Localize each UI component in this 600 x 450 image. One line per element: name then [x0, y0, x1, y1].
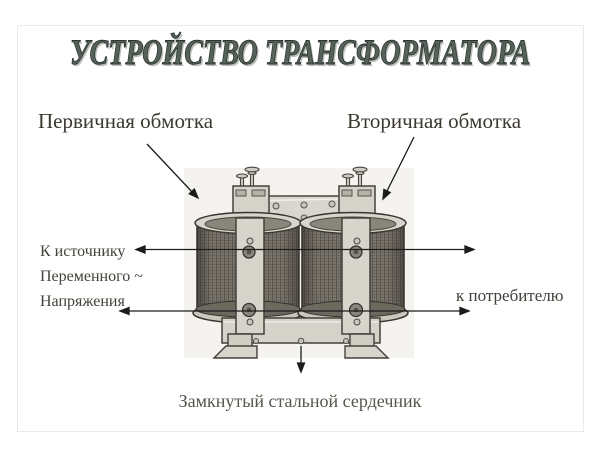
- source-label-line2: Переменного ~: [40, 268, 143, 285]
- arrow-primary-winding: [146, 143, 200, 200]
- core-caption: Замкнутый стальной сердечник: [178, 391, 422, 411]
- terminal-screw-icon: [235, 166, 260, 189]
- arrow-core: [296, 346, 306, 374]
- foot-right: [344, 333, 390, 359]
- arrow-upper-terminals: [134, 245, 476, 254]
- clamp-left: [235, 217, 265, 335]
- page-title: УСТРОЙСТВО ТРАНСФОРМАТОРА: [69, 32, 531, 72]
- foot-left: [212, 333, 258, 359]
- secondary-winding-label: Вторичная обмотка: [347, 109, 522, 133]
- source-label-line3: Напряжения: [40, 293, 125, 310]
- title-row: УСТРОЙСТВО ТРАНСФОРМАТОРА: [0, 32, 600, 72]
- source-label: К источнику Переменного ~ Напряжения: [40, 239, 143, 314]
- clamp-right: [341, 217, 371, 335]
- arrow-secondary-winding: [382, 136, 415, 201]
- primary-winding-label: Первичная обмотка: [38, 109, 214, 133]
- arrow-lower-terminals: [118, 306, 471, 316]
- source-label-line1: К источнику: [40, 243, 126, 260]
- consumer-label: к потребителю: [456, 286, 564, 305]
